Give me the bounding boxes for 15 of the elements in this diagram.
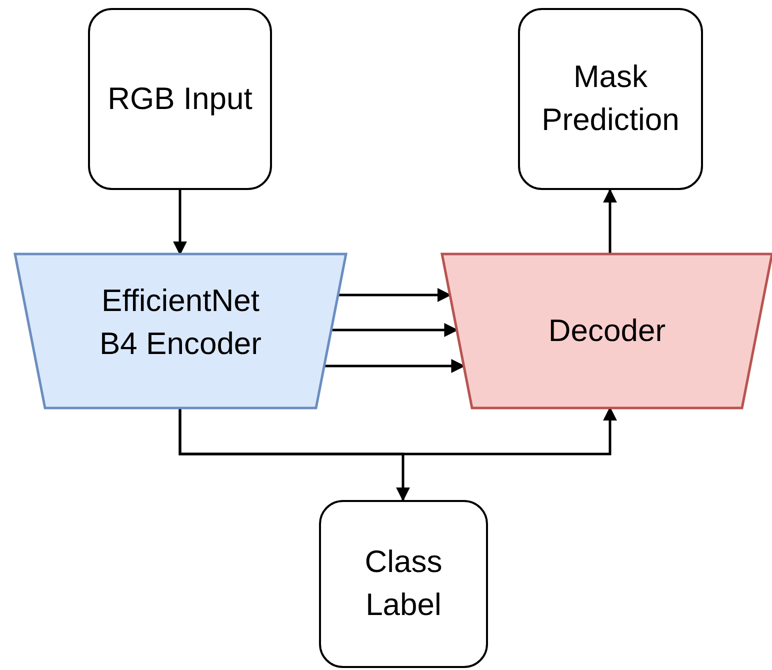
arrow [603,188,617,254]
arrow [173,190,187,256]
decoder-trapezoid [442,254,772,408]
process-box [319,500,488,668]
node-label: Mask Prediction [540,58,680,139]
encoder-trapezoid [15,254,346,408]
node-label: Decoder [547,312,667,350]
node-label: RGB Input [106,80,254,118]
node-label: Class Label [364,543,444,624]
arrow [338,288,452,302]
process-box [518,8,703,190]
arrow [324,359,466,373]
arrow [331,323,458,337]
process-box [88,8,272,190]
node-label: EfficientNet B4 Encoder [98,282,262,363]
